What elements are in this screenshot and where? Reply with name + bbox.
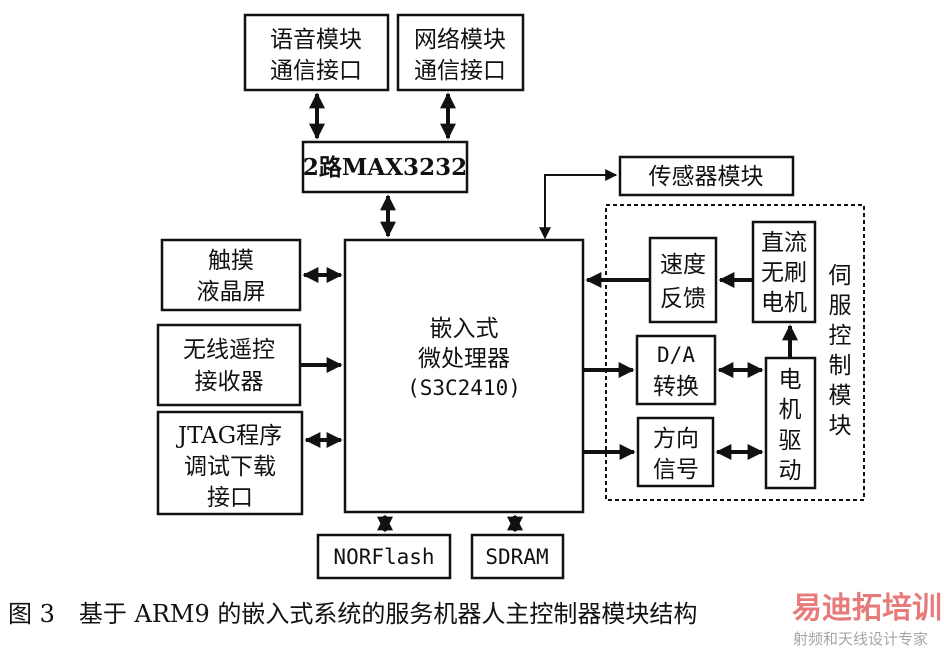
sensor-cpu-arrow: [539, 169, 618, 240]
svg-text:反馈: 反馈: [660, 286, 706, 312]
svg-text:驱: 驱: [779, 428, 802, 454]
figure-caption: 图 3 基于 ARM9 的嵌入式系统的服务机器人主控制器模块结构: [8, 600, 697, 628]
svg-text:转换: 转换: [653, 374, 699, 400]
svg-text:通信接口: 通信接口: [270, 58, 362, 84]
svg-text:液晶屏: 液晶屏: [197, 279, 266, 305]
svg-text:接收器: 接收器: [195, 369, 264, 395]
svg-text:SDRAM: SDRAM: [485, 545, 548, 569]
svg-text:语音模块: 语音模块: [270, 27, 362, 53]
cpu-box: 嵌入式 微处理器 (S3C2410): [343, 238, 585, 514]
svg-text:动: 动: [779, 458, 802, 484]
svg-text:直流: 直流: [761, 230, 807, 256]
sensor-module-box: 传感器模块: [618, 155, 795, 197]
motor-driver-box: 电 机 驱 动: [764, 356, 817, 490]
svg-text:射频和天线设计专家: 射频和天线设计专家: [793, 630, 928, 648]
svg-text:伺: 伺: [829, 263, 852, 289]
touch-lcd-box: 触摸 液晶屏: [160, 238, 302, 312]
svg-text:传感器模块: 传感器模块: [649, 164, 764, 190]
svg-text:电机: 电机: [761, 290, 807, 316]
servo-control-group: [605, 204, 865, 501]
watermark: 易迪拓培训 射频和天线设计专家: [792, 591, 942, 648]
svg-text:无刷: 无刷: [761, 260, 807, 286]
svg-text:网络模块: 网络模块: [414, 27, 506, 53]
svg-text:通信接口: 通信接口: [414, 58, 506, 84]
svg-text:易迪拓培训: 易迪拓培训: [792, 591, 942, 626]
svg-text:(S3C2410): (S3C2410): [407, 376, 521, 400]
svg-text:JTAG程序: JTAG程序: [176, 423, 282, 449]
svg-text:模: 模: [829, 383, 852, 409]
svg-text:调试下载: 调试下载: [184, 454, 276, 480]
norflash-box: NORFlash: [316, 533, 452, 580]
svg-text:服: 服: [829, 293, 852, 319]
svg-text:方向: 方向: [653, 426, 699, 452]
svg-text:2路MAX3232: 2路MAX3232: [303, 154, 467, 181]
network-module-box: 网络模块 通信接口: [396, 13, 525, 92]
dc-motor-box: 直流 无刷 电机: [751, 220, 817, 324]
svg-text:嵌入式: 嵌入式: [430, 316, 499, 342]
svg-text:机: 机: [779, 397, 802, 423]
svg-text:D/A: D/A: [657, 343, 695, 367]
svg-text:微处理器: 微处理器: [418, 346, 510, 372]
da-converter-box: D/A 转换: [635, 334, 717, 406]
svg-text:NORFlash: NORFlash: [333, 545, 434, 569]
sdram-box: SDRAM: [470, 533, 565, 580]
svg-text:信号: 信号: [653, 457, 699, 483]
svg-text:触摸: 触摸: [208, 248, 254, 274]
svg-text:速度: 速度: [660, 252, 706, 278]
voice-module-box: 语音模块 通信接口: [243, 13, 390, 92]
max3232-box: 2路MAX3232: [301, 140, 469, 194]
svg-text:无线遥控: 无线遥控: [183, 337, 275, 363]
svg-text:控: 控: [829, 323, 852, 349]
svg-text:接口: 接口: [207, 485, 253, 511]
wireless-receiver-box: 无线遥控 接收器: [156, 323, 302, 407]
svg-text:块: 块: [829, 413, 852, 439]
direction-signal-box: 方向 信号: [636, 416, 715, 488]
svg-text:制: 制: [829, 353, 852, 379]
svg-text:电: 电: [779, 367, 802, 393]
servo-control-label: 伺 服 控 制 模 块: [829, 263, 852, 439]
speed-feedback-box: 速度 反馈: [648, 236, 718, 324]
jtag-box: JTAG程序 调试下载 接口: [156, 410, 304, 516]
